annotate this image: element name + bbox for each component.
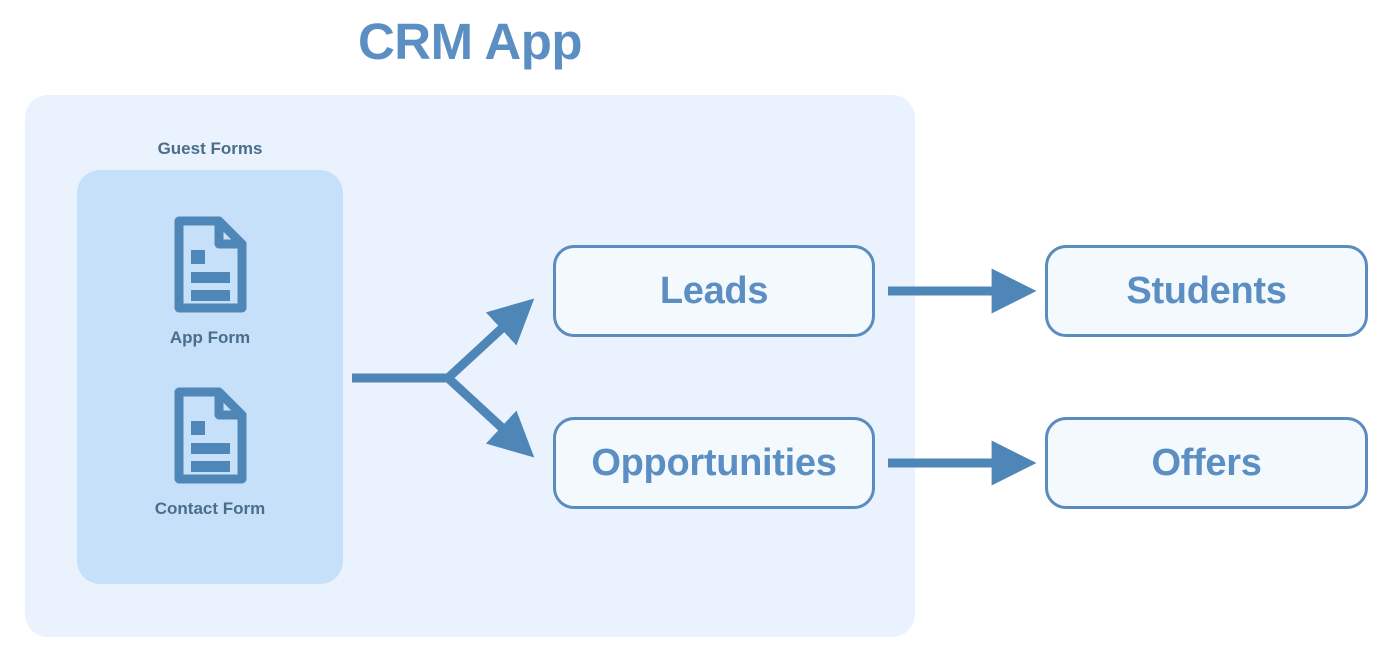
document-icon: [174, 387, 247, 484]
node-offers[interactable]: Offers: [1045, 417, 1368, 509]
form-item-caption: Contact Form: [154, 499, 266, 518]
guest-forms-panel: [77, 170, 343, 584]
node-label: Offers: [1151, 441, 1262, 484]
node-label: Students: [1126, 269, 1287, 312]
node-students[interactable]: Students: [1045, 245, 1368, 337]
document-icon: [174, 216, 247, 313]
node-leads[interactable]: Leads: [553, 245, 875, 337]
guest-forms-label: Guest Forms: [157, 139, 263, 158]
form-item-caption: App Form: [169, 328, 251, 347]
node-label: Opportunities: [591, 441, 837, 484]
page-title: CRM App: [357, 13, 583, 70]
form-item-contact-form[interactable]: Contact Form: [77, 383, 343, 519]
node-label: Leads: [659, 269, 769, 312]
form-item-app-form[interactable]: App Form: [77, 212, 343, 348]
node-opportunities[interactable]: Opportunities: [553, 417, 875, 509]
